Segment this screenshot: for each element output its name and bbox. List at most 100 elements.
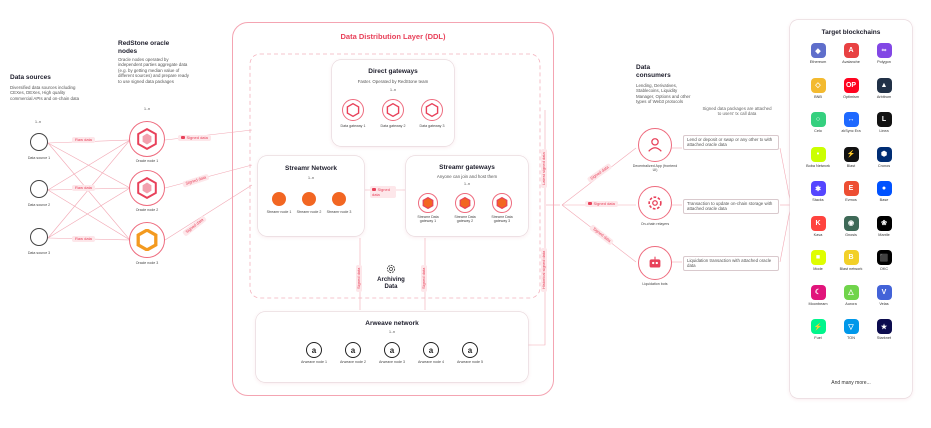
ddl-title: Data Distribution Layer (DDL) (340, 32, 446, 41)
consumer-note-dapp: Lend or deposit or swap or any other tx … (683, 135, 779, 150)
direct-gateways-desc: Faster. Operated by RedStone team (357, 79, 429, 84)
consumer-bots (638, 246, 672, 280)
chain-logo-icon: ▽ (843, 319, 859, 334)
chain-mode: ■ Mode (800, 250, 836, 272)
arweave-ratio: 1..n (389, 330, 395, 334)
source-label-3: Data source 3 (27, 251, 51, 255)
target-title: Target blockchains (821, 29, 881, 36)
chain-aurora: △Aurora (833, 284, 869, 307)
chain-label: Mode (813, 267, 823, 271)
chain-label: Starknet (876, 336, 892, 340)
raw-data-tag-1: Raw data (72, 137, 95, 143)
lock-icon (372, 187, 376, 192)
chain-label: Moonbeam (808, 301, 828, 306)
chain-bnb: ◇BNB (800, 77, 836, 100)
streamr-network-ratio: 1..n (308, 176, 314, 180)
chain-label: Linea (879, 129, 889, 133)
chain-label: Fuel (814, 336, 822, 340)
raw-data-tag-3: Raw data (72, 236, 95, 242)
arweave-node-label: Arweave node 4 (418, 360, 444, 364)
streamr-gateway-label-3: Streamr Data gateway 3 (491, 215, 513, 224)
consumers-desc: Lending, Derivatives, Stablecoins, Liqui… (636, 83, 691, 105)
chain-label: Stacks (812, 198, 824, 202)
raw-data-tag-2: Raw data (72, 185, 95, 191)
arweave-node: a (384, 342, 400, 358)
gear-icon (648, 196, 662, 210)
chain-logo-icon: ❀ (876, 215, 892, 231)
gateway-label-3: Data gateway 3 (419, 124, 445, 128)
latest-signed-vtag: Latest signed data (541, 149, 547, 188)
streamr-node-3 (332, 192, 346, 206)
chain-celo: ○Celo (800, 112, 836, 134)
chain-logo-icon: ★ (876, 319, 892, 334)
chain-zksync-era: ↔zkSync Era (833, 112, 869, 134)
user-icon (648, 138, 662, 152)
chain-mantle: ❀Mantle (866, 215, 902, 238)
chain-label: Velas (879, 301, 889, 306)
streamr-gateways-desc: Anyone can join and host them (436, 174, 498, 179)
signed-data-vtag-left: Signed data (356, 264, 362, 292)
chain-gnosis: ◉Gnosis (833, 215, 869, 238)
chain-label: Evmos (845, 198, 857, 202)
chain-logo-icon: △ (843, 284, 859, 300)
oracle-nodes-ratio: 1..n (144, 107, 150, 111)
archiving-gear-icon (385, 262, 397, 274)
chain-okc: ⬛OKC (866, 250, 902, 272)
chain-logo-icon: ◇ (810, 77, 826, 93)
oracle-node-2 (129, 170, 165, 206)
oracle-node-3 (129, 222, 165, 258)
arweave-node-label: Arweave node 5 (457, 360, 483, 364)
chain-logo-icon: ■ (810, 250, 826, 265)
redstone-hex-icon (137, 127, 157, 151)
chain-base: ●Base (866, 181, 902, 203)
chain-label: Kava (813, 232, 823, 237)
chain-logo-icon: A (843, 43, 859, 58)
arweave-node-label: Arweave node 1 (301, 360, 327, 364)
chain-logo-icon: V (876, 284, 892, 300)
chain-logo-icon: ☾ (810, 284, 826, 300)
chain-ethereum: ◆Ethereum (800, 43, 836, 65)
redstone-hex-icon (346, 102, 360, 118)
source-label-1: Data source 1 (27, 156, 51, 160)
redstone-hex-icon (386, 102, 400, 118)
signed-data-tag-out-2: Signed data (585, 201, 618, 207)
consumer-note-bots: Liquidation transaction with attached or… (683, 256, 779, 271)
arweave-node: a (423, 342, 439, 358)
consumers-note: Signed data packages are attached to use… (702, 106, 772, 117)
chain-stacks: ✱Stacks (800, 181, 836, 203)
chain-label: Blast (846, 163, 856, 168)
chain-logo-icon: B (843, 250, 859, 265)
signed-data-tag-1: Signed data (178, 135, 211, 141)
chain-logo-icon: ⚡ (843, 146, 859, 162)
oracle-label-2: Oracle node 2 (135, 208, 159, 212)
redstone-hex-icon (496, 196, 508, 210)
data-sources-title: Data sources (10, 74, 51, 81)
chain-boba-network: •Boba Network (800, 146, 836, 169)
chain-logo-icon: OP (843, 77, 859, 93)
data-sources-desc: Diversified data sources including CEXes… (10, 85, 80, 101)
direct-gateways-ratio: 1..n (390, 88, 396, 92)
streamr-gateways-ratio: 1..n (464, 182, 470, 186)
arweave-node: a (345, 342, 361, 358)
streamr-gateway-label-1: Streamr Data gateway 1 (417, 215, 439, 224)
consumer-label-bots: Liquidation bots (642, 282, 668, 286)
source-label-2: Data source 2 (27, 203, 51, 207)
orange-hex-icon (136, 228, 158, 252)
chain-logo-icon: K (810, 215, 826, 231)
chain-logo-icon: E (843, 181, 859, 196)
signed-data-vtag-right: Signed data (421, 264, 427, 292)
redstone-hex-icon (425, 102, 439, 118)
arweave-node: a (462, 342, 478, 358)
chain-label: Mantle (878, 232, 890, 237)
chain-label: Avalanche (842, 60, 860, 64)
chain-label: Arbitrum (876, 94, 892, 99)
consumers-title: Data consumers (636, 64, 671, 79)
ddl-container (232, 22, 554, 396)
chain-logo-icon: ⬛ (876, 250, 892, 265)
chain-label: Polygon (877, 60, 891, 64)
source-globe-3 (30, 228, 48, 246)
